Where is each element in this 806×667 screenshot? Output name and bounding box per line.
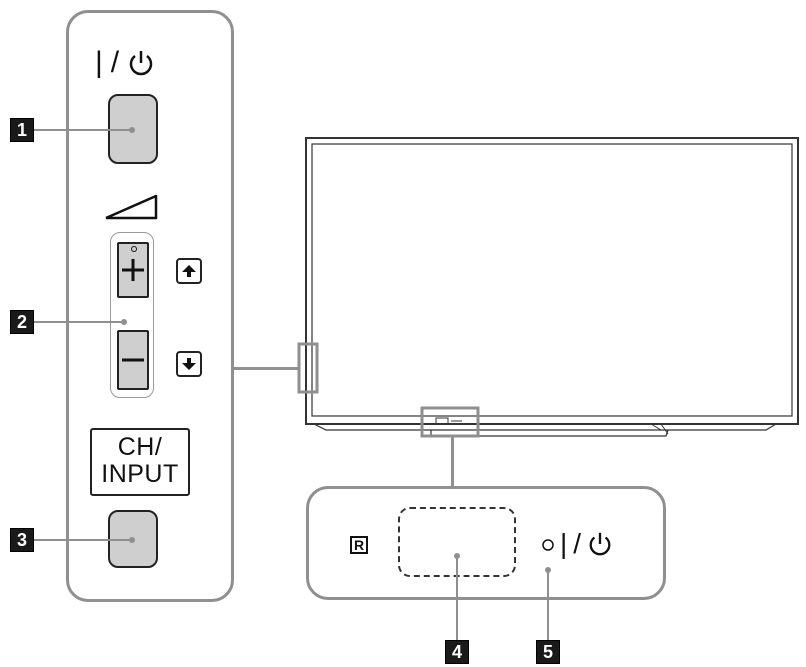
leader-line-5 [547,570,549,642]
sensor-power-icon [589,532,611,556]
sensor-power-slash: / [573,528,582,559]
plus-icon [122,259,144,281]
leader-line-4 [456,556,458,642]
callout-5: 5 [536,640,560,664]
power-slash-text: / [110,46,120,79]
channel-down-indicator [176,351,202,377]
remote-sensor-icon: R [350,536,368,554]
channel-up-indicator [176,258,202,284]
leader-line-3 [34,539,132,541]
power-icon [129,51,153,76]
sensor-connector-line [451,436,454,488]
ch-input-line2: INPUT [101,460,179,488]
callout-3: 3 [10,528,34,552]
sensor-power-bar: | [560,528,568,559]
volume-down-button[interactable] [117,330,149,390]
power-bar-text: | [95,46,103,79]
callout-4: 4 [445,640,469,664]
leader-line-1 [34,129,132,131]
leader-dot-2 [121,319,127,325]
remote-sensor-mark: R [353,537,365,553]
down-arrow-icon [182,358,196,370]
volume-button-group [110,232,154,398]
callout-2: 2 [10,310,34,334]
ch-input-label: CH/ INPUT [90,428,190,496]
leader-dot-1 [129,127,135,133]
volume-up-dot [131,246,137,252]
callout-1: 1 [10,118,34,142]
up-arrow-icon [182,265,196,277]
volume-icon [105,194,158,220]
minus-icon [122,358,144,362]
sensor-power-label: | / [560,528,613,560]
power-symbol-label: | / [95,46,155,80]
led-indicator-icon [542,539,554,551]
leader-dot-3 [129,537,135,543]
ch-input-line1: CH/ [117,433,163,461]
panel-connector-line [234,367,300,370]
leader-line-2 [34,321,124,323]
television [297,137,799,438]
